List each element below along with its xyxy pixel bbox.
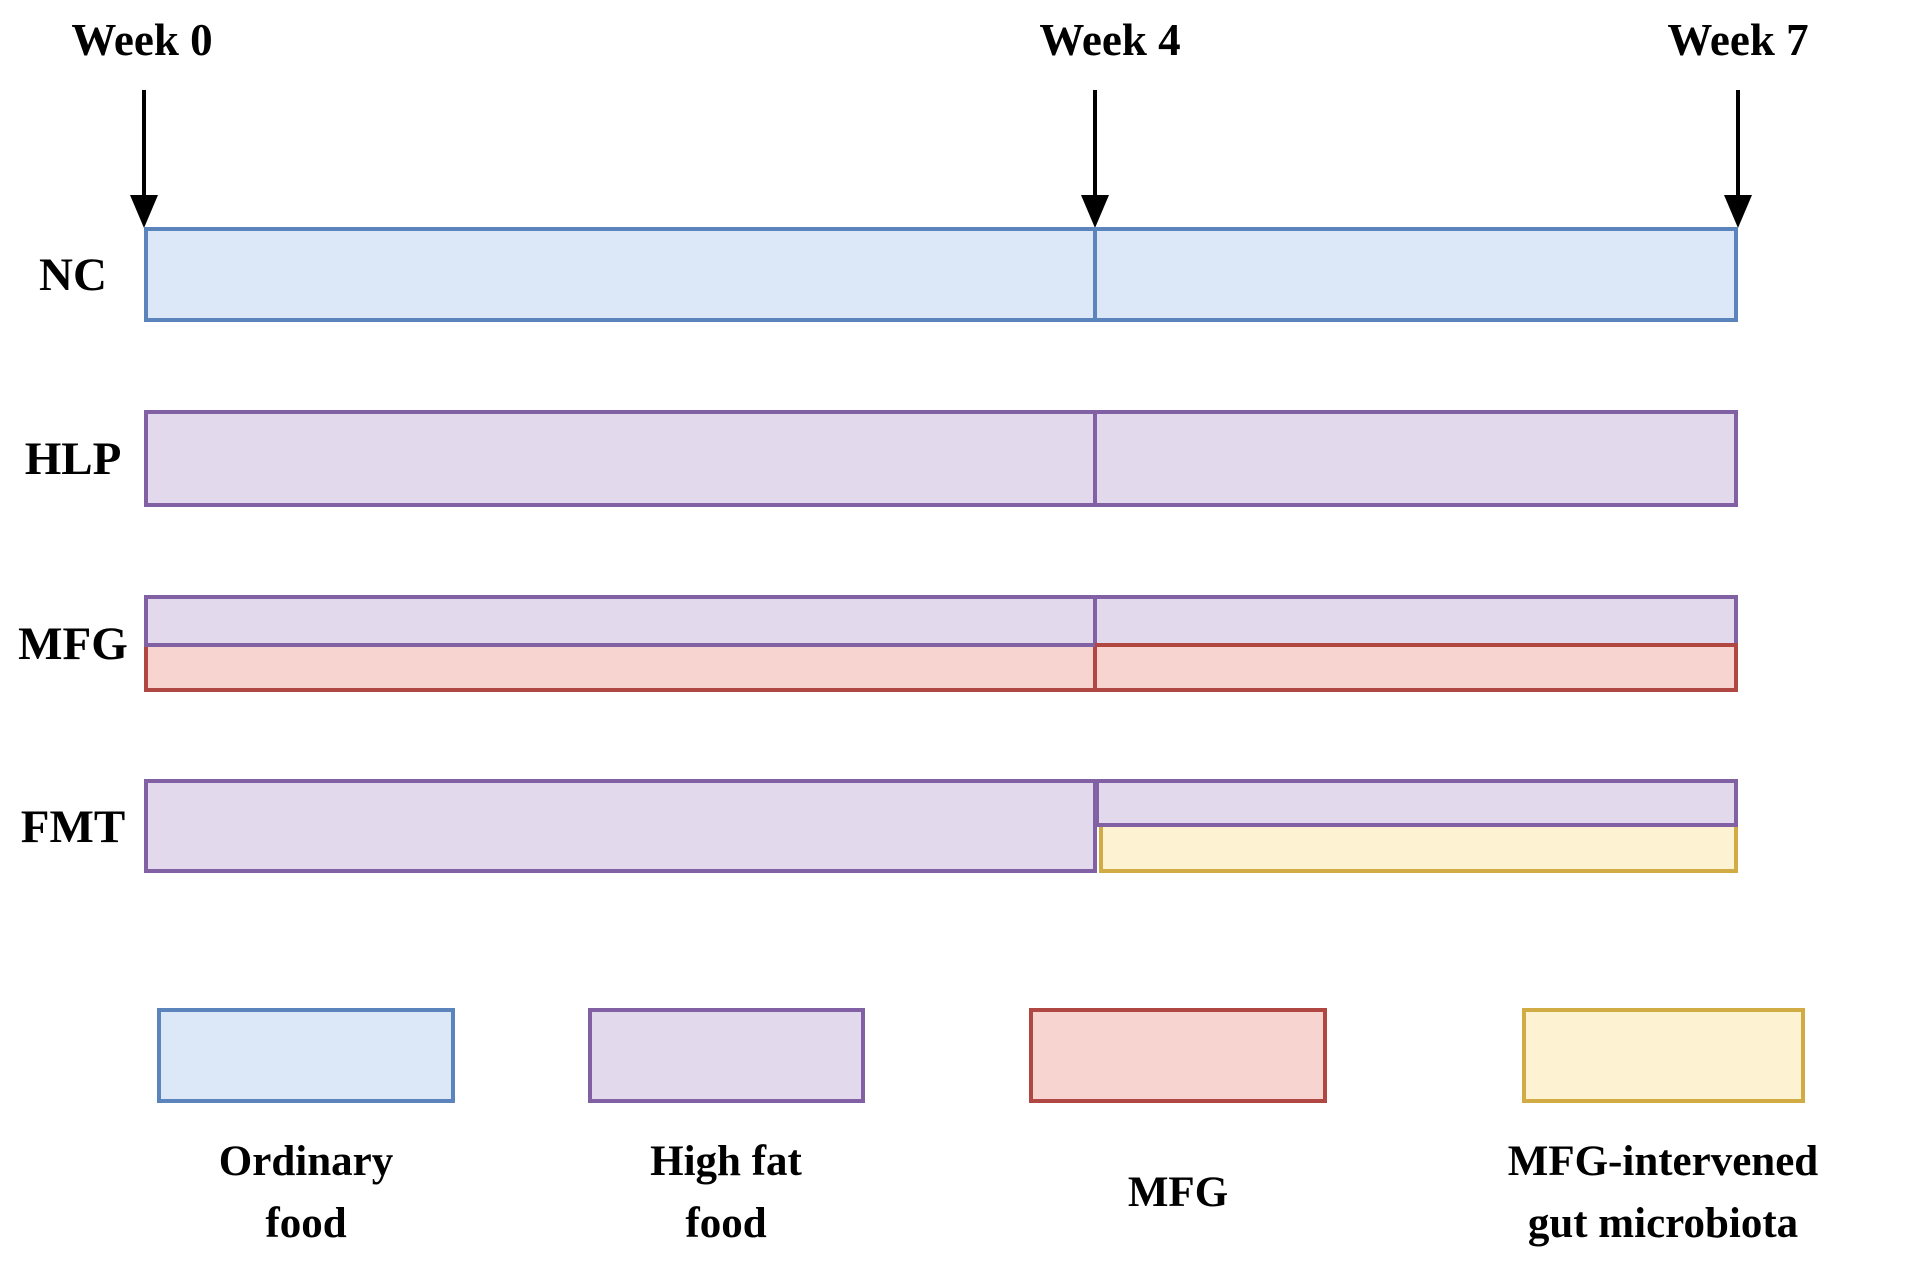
legend-swatch-high-fat-food xyxy=(588,1008,865,1103)
mfg-week4-divider-bottom xyxy=(1092,647,1097,692)
week4-label: Week 4 xyxy=(1039,15,1181,65)
group-row-hlp xyxy=(144,410,1738,507)
week0-arrow-line xyxy=(142,90,146,196)
group-row-mfg xyxy=(144,595,1738,692)
week7-label: Week 7 xyxy=(1667,15,1809,65)
week7-arrow-line xyxy=(1736,90,1740,196)
nc-ordinary-food-bar xyxy=(144,227,1738,322)
hlp-high-fat-bar xyxy=(144,410,1738,507)
row-label-mfg: MFG xyxy=(18,618,128,670)
mfg-mid-boundary-right xyxy=(1094,643,1738,647)
legend-swatch-ordinary-food xyxy=(157,1008,455,1103)
week0-label: Week 0 xyxy=(71,15,213,65)
week4-down-arrow-icon xyxy=(1081,195,1109,228)
group-row-nc xyxy=(144,227,1738,322)
mfg-mfg-strip xyxy=(144,647,1738,692)
mfg-mid-boundary-left xyxy=(144,643,1095,647)
nc-week4-divider xyxy=(1092,227,1097,322)
mfg-high-fat-strip xyxy=(144,595,1738,643)
week7-down-arrow-icon xyxy=(1724,195,1752,228)
legend-label-high-fat-food: High fat food xyxy=(650,1137,802,1247)
legend-swatch-mfg-microbiota xyxy=(1522,1008,1805,1103)
fmt-microbiota-strip xyxy=(1098,827,1738,873)
legend-label-mfg-microbiota: MFG-intervened gut microbiota xyxy=(1507,1137,1819,1247)
legend-label-ordinary-food: Ordinary food xyxy=(218,1137,394,1247)
week4-arrow-line xyxy=(1093,90,1097,196)
row-label-fmt: FMT xyxy=(20,801,126,853)
fmt-high-fat-strip-right xyxy=(1094,779,1738,827)
legend-label-mfg: MFG xyxy=(1127,1168,1229,1216)
legend-swatch-mfg xyxy=(1029,1008,1327,1103)
row-label-hlp: HLP xyxy=(24,433,122,485)
week0-down-arrow-icon xyxy=(130,195,158,228)
fmt-high-fat-bar-left xyxy=(144,779,1097,873)
row-label-nc: NC xyxy=(39,249,107,301)
group-row-fmt xyxy=(144,779,1738,873)
mfg-week4-divider-top xyxy=(1092,595,1097,643)
hlp-week4-divider xyxy=(1092,410,1097,507)
